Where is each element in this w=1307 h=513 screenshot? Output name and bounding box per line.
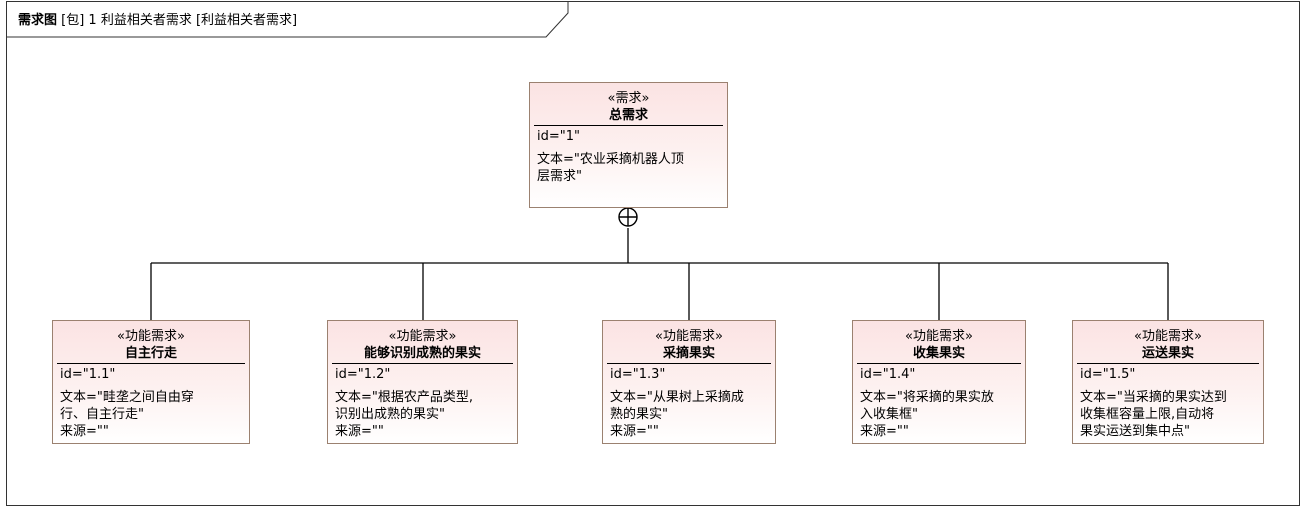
requirement-text: 文本="根据农产品类型, 识别出成熟的果实" [335, 390, 474, 422]
compartment-divider [857, 363, 1021, 364]
requirement-text: 文本="当采摘的果实达到 收集框容量上限,自动将 果实运送到集中点" [1080, 390, 1227, 439]
stereotype-label: «功能需求» [905, 329, 973, 344]
requirement-name: 总需求 [608, 108, 648, 123]
requirement-name: 采摘果实 [662, 346, 715, 361]
requirement-text: 文本="畦垄之间自由穿 行、自主行走" [60, 390, 194, 422]
stereotype-label: «功能需求» [655, 329, 723, 344]
frame-keyword: 需求图 [18, 13, 58, 28]
requirement-1-5[interactable]: «功能需求» 运送果实 id="1.5" 文本="当采摘的果实达到 收集框容量上… [1072, 320, 1264, 444]
requirement-id: id="1.5" [1080, 367, 1136, 382]
requirement-id: id="1.2" [335, 367, 391, 382]
requirement-name: 运送果实 [1141, 346, 1194, 361]
requirement-text: 文本="将采摘的果实放 入收集框" [860, 390, 994, 422]
compartment-divider [1077, 363, 1259, 364]
requirement-id: id="1.3" [610, 367, 666, 382]
requirement-name: 自主行走 [124, 346, 177, 361]
requirement-name: 能够识别成熟的果实 [363, 346, 481, 361]
requirement-source: 来源="" [610, 424, 659, 439]
stereotype-label: «功能需求» [117, 329, 185, 344]
frame-title-tab [6, 1, 569, 38]
stereotype-label: «功能需求» [388, 329, 457, 344]
requirement-source: 来源="" [860, 424, 909, 439]
requirement-1-3[interactable]: «功能需求» 采摘果实 id="1.3" 文本="从果树上采摘成 熟的果实" 来… [602, 320, 776, 444]
requirement-id: id="1" [537, 129, 580, 144]
requirement-text: 文本="农业采摘机器人顶 层需求" [537, 152, 684, 184]
compartment-divider [57, 363, 245, 364]
requirement-1-4[interactable]: «功能需求» 收集果实 id="1.4" 文本="将采摘的果实放 入收集框" 来… [852, 320, 1026, 444]
requirement-1-2[interactable]: «功能需求» 能够识别成熟的果实 id="1.2" 文本="根据农产品类型, 识… [327, 320, 518, 444]
requirement-source: 来源="" [60, 424, 109, 439]
requirement-text: 文本="从果树上采摘成 熟的果实" [610, 390, 744, 422]
compartment-divider [534, 125, 723, 126]
requirement-source: 来源="" [335, 424, 384, 439]
requirement-1-1[interactable]: «功能需求» 自主行走 id="1.1" 文本="畦垄之间自由穿 行、自主行走"… [52, 320, 250, 444]
requirement-id: id="1.1" [60, 367, 116, 382]
requirement-name: 收集果实 [912, 346, 965, 361]
requirement-id: id="1.4" [860, 367, 916, 382]
compartment-divider [332, 363, 513, 364]
containment-circle-plus-icon [618, 207, 638, 227]
requirement-root[interactable]: «需求» 总需求 id="1" 文本="农业采摘机器人顶 层需求" [529, 82, 728, 208]
stereotype-label: «功能需求» [1134, 329, 1202, 344]
compartment-divider [607, 363, 771, 364]
frame-title: 需求图 [包] 1 利益相关者需求 [利益相关者需求] [18, 9, 297, 28]
stereotype-label: «需求» [607, 91, 650, 106]
frame-title-text: [包] 1 利益相关者需求 [利益相关者需求] [61, 13, 298, 28]
